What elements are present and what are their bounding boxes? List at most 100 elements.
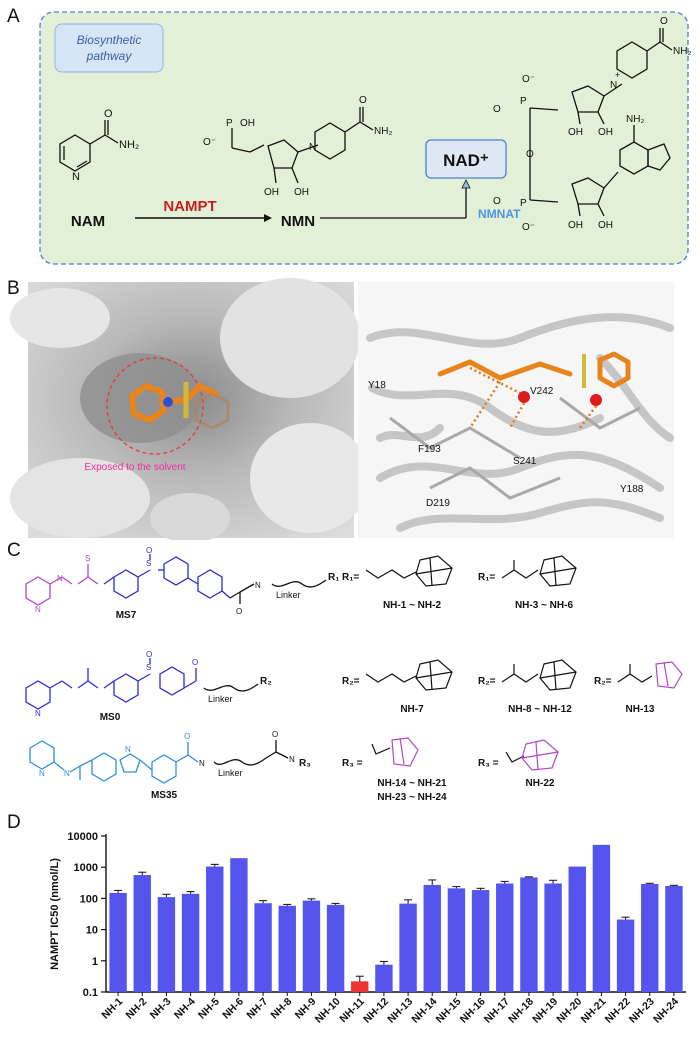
y-tick-label: 10000 bbox=[67, 831, 98, 843]
ms0-structure bbox=[25, 658, 259, 710]
ms35-nh-2: N bbox=[199, 759, 205, 768]
ms35-structure bbox=[29, 740, 289, 784]
bar-nh-4 bbox=[181, 893, 200, 992]
x-tick-label: NH-18 bbox=[506, 996, 536, 1026]
r-group-label-5: NH-13 bbox=[626, 704, 655, 715]
r-group-label-8: NH-22 bbox=[526, 778, 555, 789]
nmn-oh-1: OH bbox=[264, 187, 279, 198]
nad-p1: P bbox=[520, 96, 527, 107]
pathway-tag-box bbox=[54, 23, 164, 73]
ms7-o-amide: O bbox=[236, 607, 242, 616]
bar-nh-9 bbox=[302, 900, 321, 992]
surface-view: Exposed to the solvent bbox=[10, 278, 370, 543]
residue-d219: D219 bbox=[426, 498, 450, 509]
panel-b: B E bbox=[0, 278, 700, 543]
ms7-n-pyridine: N bbox=[35, 605, 41, 614]
x-tick-label: NH-8 bbox=[269, 996, 295, 1022]
pathway-tag-line1: Biosynthetic bbox=[77, 33, 142, 47]
r-group-label-3: NH-7 bbox=[400, 704, 424, 715]
ms35-n-pyridine: N bbox=[39, 769, 45, 778]
pathway-figure: Biosynthetic pathway O NH₂ N NAM NAMPT bbox=[39, 11, 691, 265]
bar-nh-5 bbox=[206, 866, 224, 992]
nad-oh-3: OH bbox=[568, 220, 583, 231]
chart-axes bbox=[101, 834, 686, 996]
panel-label-a: A bbox=[7, 6, 20, 27]
ms7-linker: Linker bbox=[276, 590, 301, 600]
r-groups: R₁= NH-1 ~ NH-2 R₁= NH-3 ~ NH-6 R₂= bbox=[342, 555, 683, 803]
nam-label: NAM bbox=[71, 213, 105, 230]
nmn-nh2: NH₂ bbox=[374, 126, 392, 137]
x-tick-label: NH-19 bbox=[530, 996, 560, 1026]
bar-nh-10 bbox=[326, 904, 345, 992]
nad-p2: P bbox=[520, 198, 527, 209]
x-tick-label: NH-13 bbox=[385, 996, 415, 1026]
bar-nh-23 bbox=[641, 883, 659, 992]
r-group-adamantyl-8 bbox=[521, 739, 559, 771]
r-group-prefix-5: R₂= bbox=[594, 676, 612, 687]
x-tick-label: NH-24 bbox=[651, 996, 681, 1026]
nam-structure bbox=[59, 120, 119, 172]
ms35-nh-3: N bbox=[289, 755, 295, 764]
ms7-nh: N bbox=[255, 581, 261, 590]
nmn-oh: OH bbox=[240, 118, 255, 129]
nam-nh2: NH₂ bbox=[119, 139, 139, 151]
ms0-linker: Linker bbox=[208, 694, 233, 704]
nad-oh-2: OH bbox=[598, 127, 613, 138]
x-tick-label: NH-5 bbox=[196, 996, 222, 1022]
bar-nh-21 bbox=[592, 844, 611, 992]
bar-nh-17 bbox=[496, 883, 514, 992]
bar-nh-6 bbox=[230, 858, 248, 992]
r-group-norbornyl-6 bbox=[371, 743, 391, 755]
y-tick-label: 100 bbox=[80, 893, 98, 905]
nad-n-plus: N bbox=[610, 80, 617, 91]
ms35-nh: N bbox=[64, 769, 70, 778]
pathway-frame bbox=[39, 11, 689, 265]
y-tick-label: 0.1 bbox=[83, 987, 98, 999]
nad-o-bridge: O bbox=[526, 149, 534, 160]
nampt-label: NAMPT bbox=[163, 198, 216, 215]
x-tick-label: NH-11 bbox=[337, 996, 367, 1026]
ms35-o-2: O bbox=[272, 730, 278, 739]
bar-nh-24 bbox=[665, 885, 683, 992]
ms7-label: MS7 bbox=[116, 610, 137, 621]
nmn-structure bbox=[231, 107, 374, 184]
ms0-n-pyridine: N bbox=[35, 709, 41, 718]
x-tick-label: NH-1 bbox=[99, 996, 125, 1022]
bar-nh-3 bbox=[157, 897, 176, 992]
ms7-structure bbox=[25, 554, 327, 606]
residue-s241: S241 bbox=[513, 456, 537, 467]
nad-ominus-1: O⁻ bbox=[522, 74, 535, 85]
ms7-s: S bbox=[85, 554, 90, 563]
panel-label-b: B bbox=[7, 278, 20, 299]
ligand-n-surface bbox=[163, 397, 173, 407]
r-group-norbornyl-ring-6 bbox=[391, 737, 419, 767]
panel-label-d: D bbox=[7, 812, 21, 833]
ms35-label: MS35 bbox=[151, 790, 178, 801]
y-axis-label: NAMPT IC50 (nmol/L) bbox=[49, 858, 61, 970]
nad-o-amide: O bbox=[660, 16, 668, 27]
nmn-oh-2: OH bbox=[294, 187, 309, 198]
ms0-r2: R₂ bbox=[260, 676, 272, 687]
bar-nh-15 bbox=[447, 888, 466, 992]
nmn-label: NMN bbox=[281, 213, 315, 230]
x-tick-label: NH-6 bbox=[220, 996, 246, 1022]
bar-nh-16 bbox=[471, 890, 490, 992]
nmnat-arrowhead bbox=[461, 179, 471, 189]
y-tick-label: 1000 bbox=[74, 862, 98, 874]
x-tick-label: NH-14 bbox=[409, 996, 439, 1026]
bar-nh-19 bbox=[544, 883, 562, 992]
x-tick-label: NH-12 bbox=[361, 996, 391, 1026]
x-tick-label: NH-10 bbox=[313, 996, 343, 1026]
r-group-label-1: NH-1 ~ NH-2 bbox=[383, 600, 442, 611]
nam-n: N bbox=[72, 171, 80, 183]
r-group-prefix-1: R₁= bbox=[342, 572, 359, 583]
x-tick-label: NH-16 bbox=[458, 996, 488, 1026]
x-tick-label: NH-7 bbox=[244, 996, 270, 1022]
r-group-label-6: NH-14 ~ NH-21 bbox=[377, 778, 447, 789]
r-group-prefix-4: R₂= bbox=[478, 676, 496, 687]
ic50-bar-chart: NAMPT IC50 (nmol/L) 0.1110100100010000NH… bbox=[49, 831, 686, 1026]
ms0-o-sulfonyl: O bbox=[146, 650, 152, 659]
nmnat-label: NMNAT bbox=[478, 207, 521, 221]
r-group-adamantyl-3 bbox=[365, 659, 453, 691]
